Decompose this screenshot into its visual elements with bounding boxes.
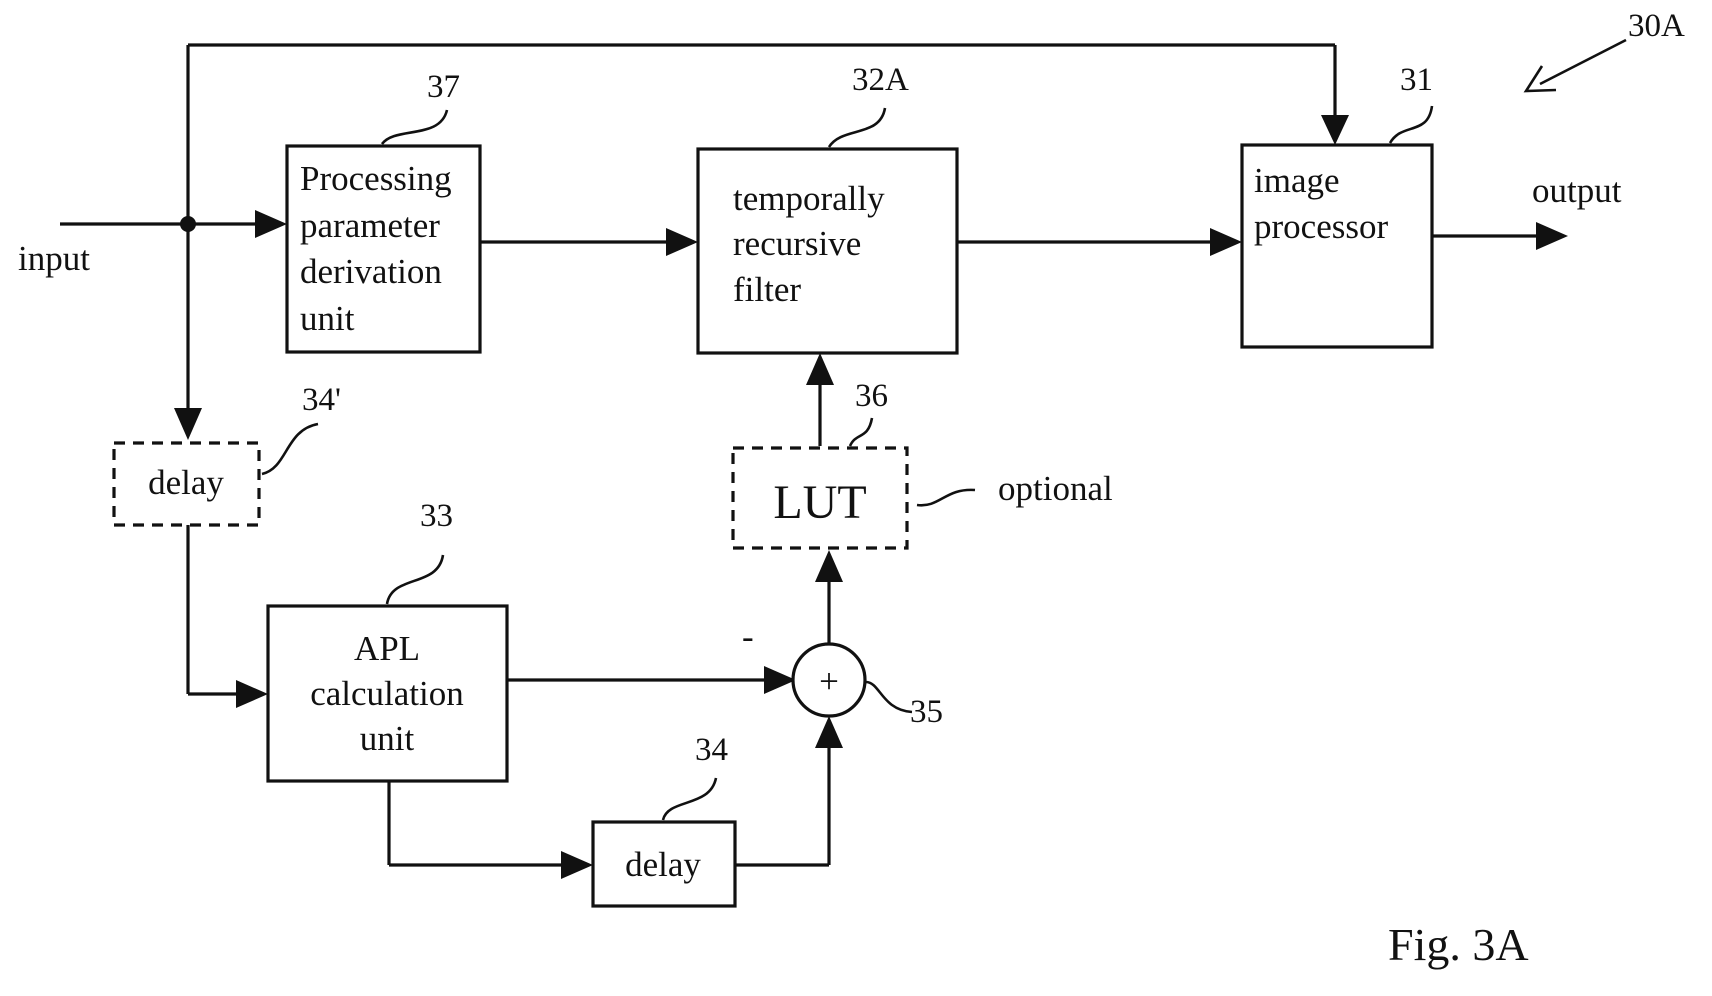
lut-ref: 36: [855, 378, 888, 414]
output-label: output: [1532, 171, 1622, 210]
input-label: input: [18, 239, 90, 278]
apl-unit-line-2: calculation: [310, 674, 464, 713]
apl-unit-ref: 33: [420, 498, 453, 534]
figure-ref-label: 30A: [1628, 8, 1685, 44]
arrowhead-into-filter: [666, 228, 698, 256]
arrowhead-into-delay-prime: [174, 408, 202, 440]
leader-34-prime: [262, 424, 318, 474]
filter-ref: 32A: [852, 62, 909, 98]
arrowhead-into-image-processor-top: [1321, 115, 1349, 145]
arrowhead-into-adder-bottom: [815, 716, 843, 748]
filter-line-3: filter: [733, 270, 801, 309]
arrowhead-into-apl-unit: [236, 680, 268, 708]
apl-unit-line-1: APL: [354, 629, 420, 668]
apl-unit-line-3: unit: [360, 719, 415, 758]
delay-label: delay: [625, 845, 701, 884]
leader-36: [850, 418, 872, 446]
arrowhead-into-adder-left: [764, 666, 796, 694]
adder-ref: 35: [910, 694, 943, 730]
adder-plus-sign: +: [819, 662, 839, 701]
arrowhead-into-image-processor: [1210, 228, 1242, 256]
leader-34: [663, 778, 716, 820]
delay-prime-label: delay: [148, 463, 224, 502]
delay-ref: 34: [695, 732, 728, 768]
filter-line-1: temporally: [733, 179, 885, 218]
image-processor-ref: 31: [1400, 62, 1433, 98]
param-unit-line-1: Processing: [300, 159, 452, 198]
optional-label: optional: [998, 469, 1113, 508]
image-processor-line-1: image: [1254, 161, 1340, 200]
arrowhead-into-filter-bottom: [806, 353, 834, 385]
leader-33: [387, 555, 443, 604]
leader-35: [866, 682, 912, 712]
figure-caption: Fig. 3A: [1388, 919, 1529, 970]
param-unit-line-4: unit: [300, 299, 355, 338]
leader-32A: [829, 108, 885, 147]
arrowhead-output: [1536, 222, 1568, 250]
figure-ref-pointer-line: [1540, 40, 1626, 84]
arrowhead-into-delay: [561, 851, 593, 879]
param-unit-line-3: derivation: [300, 252, 442, 291]
filter-line-2: recursive: [733, 224, 861, 263]
leader-31: [1390, 106, 1432, 143]
arrowhead-into-lut: [815, 550, 843, 582]
image-processor-line-2: processor: [1254, 207, 1388, 246]
lut-label: LUT: [773, 476, 866, 529]
arrowhead-into-param-unit: [255, 210, 287, 238]
adder-minus-sign: -: [742, 617, 754, 656]
param-unit-line-2: parameter: [300, 206, 440, 245]
leader-37: [382, 110, 447, 144]
delay-prime-ref: 34': [302, 382, 341, 418]
leader-optional: [917, 490, 975, 505]
input-junction-dot: [180, 216, 196, 232]
param-unit-ref: 37: [427, 69, 460, 105]
